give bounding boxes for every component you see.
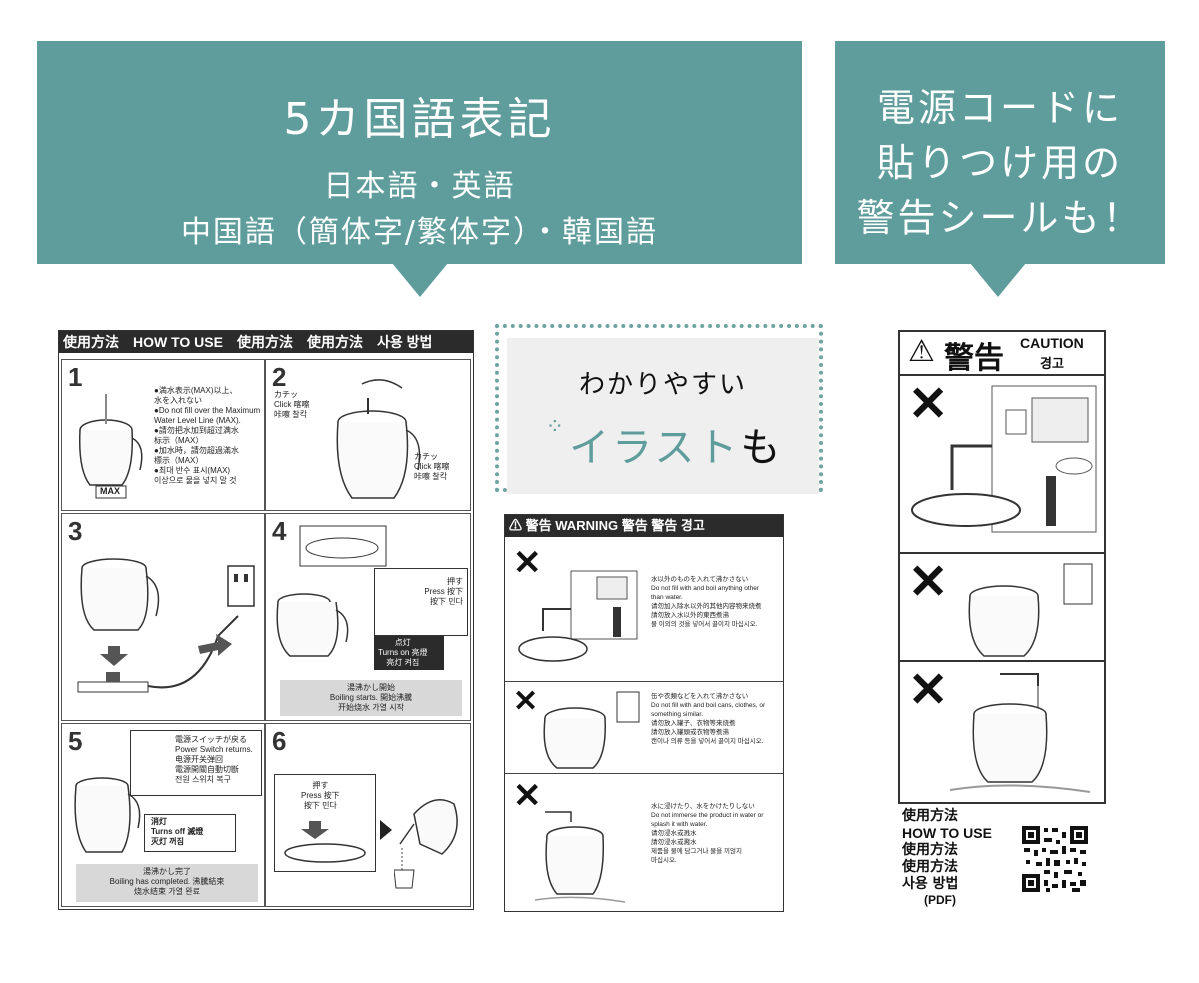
warning-row-3-text: 水に浸けたり、水をかけたりしない Do not immerse the prod… bbox=[651, 803, 764, 864]
click-label-a: カチッ Click 喀嚓 咔嚓 찰칵 bbox=[274, 390, 310, 419]
kettle-on-base-illustration bbox=[77, 558, 255, 693]
warning-row-2: ✕ 缶や衣類などを入れて沸かさない Do not fill with and b… bbox=[505, 681, 783, 772]
sticker-caution: CAUTION bbox=[1020, 335, 1084, 351]
cross-mark-icon: ✕ bbox=[513, 685, 539, 718]
bubble-line-2: 日本語・英語 bbox=[323, 169, 516, 204]
language-bubble-tail bbox=[392, 263, 448, 297]
sticker-howto-block: 使用方法 HOW TO USE 使用方法 使用方法 사용 방법 (PDF) bbox=[902, 808, 1012, 907]
warning-panel: ⚠ 警告 WARNING 警告 警告 경고 ✕ 水以外のものを入れて沸かさない … bbox=[504, 514, 784, 912]
step-number: 4 bbox=[272, 516, 287, 546]
sticker-pdf-label: (PDF) bbox=[924, 893, 956, 907]
sticker-bubble-tail bbox=[970, 263, 1026, 297]
kettle-illustration bbox=[74, 777, 141, 853]
cross-mark-icon: ✕ bbox=[908, 664, 949, 717]
turns-off-label: 消灯 Turns off 滅燈 灭灯 꺼짐 bbox=[151, 817, 204, 846]
language-bubble: 5カ国語表記 日本語・英語 中国語（簡体字/繁体字）・韓国語 bbox=[37, 41, 802, 264]
step-number: 1 bbox=[68, 362, 83, 392]
cross-mark-icon: ✕ bbox=[908, 556, 949, 609]
step-1-text: ●満水表示(MAX)以上、 水を入れない ●Do not fill over t… bbox=[154, 386, 261, 485]
can-kettle-illustration bbox=[968, 563, 1093, 657]
press-label: 押す Press 按下 按下 민다 bbox=[301, 781, 340, 810]
boiling-starts-box: 湯沸かし開始 Boiling starts. 開始沸騰 开始烧水 가열 시작 bbox=[280, 680, 462, 716]
step-1-cell: 1 MAX ●満水表示(MAX)以上、 水を入れない ●Do not fill … bbox=[61, 359, 265, 511]
water-kettle-illustration bbox=[949, 673, 1091, 793]
switch-box: 電源スイッチが戻る Power Switch returns. 电源开关弹回 電… bbox=[130, 730, 262, 796]
warning-row-1: ✕ 水以外のものを入れて沸かさない Do not fill with and b… bbox=[505, 541, 783, 679]
sticker-row-3: ✕ bbox=[900, 662, 1104, 800]
sticker-korean: 경고 bbox=[1040, 357, 1064, 372]
sticker-bubble: 電源コードに 貼りつけ用の 警告シールも！ bbox=[835, 41, 1165, 264]
callout-line-1: わかりやすい bbox=[578, 370, 747, 400]
switch-label: 電源スイッチが戻る Power Switch returns. 电源开关弹回 電… bbox=[175, 735, 253, 784]
turns-off-box: 消灯 Turns off 滅燈 灭灯 꺼짐 bbox=[144, 814, 236, 852]
step-5-cell: 5 電源スイッチが戻る Power Switch returns. 电源开关弹回… bbox=[61, 723, 265, 907]
turns-on-label: 点灯 Turns on 亮燈 亮灯 켜짐 bbox=[378, 638, 428, 667]
boiling-starts-label: 湯沸かし開始 Boiling starts. 開始沸騰 开始烧水 가열 시작 bbox=[329, 683, 413, 712]
step-number: 6 bbox=[272, 726, 287, 756]
warning-triangle-icon: ⚠ bbox=[908, 334, 935, 369]
how-to-use-panel: 使用方法 HOW TO USE 使用方法 使用方法 사용 방법 1 MAX ●満… bbox=[58, 330, 474, 910]
boiling-completed-box: 湯沸かし完了 Boiling has completed. 沸騰結束 烧水结束 … bbox=[76, 864, 258, 902]
sticker-bubble-line-2: 貼りつけ用の bbox=[876, 141, 1124, 185]
callout-box: わかりやすい ⁘ イラストも bbox=[507, 338, 819, 494]
sticker-bubble-line-3: 警告シールも！ bbox=[856, 196, 1144, 240]
warning-row-3: ✕ 水に浸けたり、水をかけたりしない Do not immerse the pr… bbox=[505, 773, 783, 912]
items-illustration bbox=[911, 385, 1097, 533]
pouring-kettle-illustration bbox=[394, 799, 458, 889]
sticker-howto-line: 사용 방법 bbox=[902, 876, 959, 892]
sticker-howto-line: 使用方法 bbox=[902, 859, 958, 875]
warning-sticker: ⚠ 警告 CAUTION 경고 ✕ ✕ ✕ bbox=[898, 330, 1106, 804]
bubble-line-3: 中国語（簡体字/繁体字）・韓国語 bbox=[180, 215, 659, 250]
warning-row-1-text: 水以外のものを入れて沸かさない Do not fill with and boi… bbox=[651, 576, 762, 628]
sticker-header: ⚠ 警告 CAUTION 경고 bbox=[900, 332, 1104, 376]
sticker-howto-line: 使用方法 bbox=[902, 842, 958, 858]
bubble-title: 5カ国語表記 bbox=[283, 94, 556, 145]
items-illustration bbox=[518, 570, 638, 662]
warning-triangle-icon: ⚠ bbox=[509, 518, 523, 533]
callout-mo: も bbox=[740, 425, 781, 471]
kettle-illustration bbox=[336, 379, 421, 499]
arrow-right-icon bbox=[380, 820, 392, 840]
sticker-howto-line: HOW TO USE bbox=[902, 825, 992, 841]
max-label: MAX bbox=[100, 486, 120, 496]
can-kettle-illustration bbox=[543, 691, 640, 769]
sticker-row-1: ✕ bbox=[900, 376, 1104, 554]
press-box: 押す Press 按下 按下 민다 bbox=[274, 774, 376, 872]
step-4-cell: 4 押す Press 按下 按下 민다 点灯 Turns on 亮燈 亮灯 켜짐… bbox=[265, 513, 471, 721]
step-3-cell: 3 bbox=[61, 513, 265, 721]
click-label-b: カチッ Click 喀嚓 咔嚓 찰칵 bbox=[414, 452, 450, 481]
sticker-title: 警告 bbox=[944, 341, 1004, 376]
turns-on-box: 点灯 Turns on 亮燈 亮灯 켜짐 bbox=[374, 636, 444, 670]
press-box: 押す Press 按下 按下 민다 bbox=[374, 568, 468, 636]
warning-header: ⚠ 警告 WARNING 警告 警告 경고 bbox=[505, 515, 783, 537]
cross-mark-icon: ✕ bbox=[513, 544, 542, 582]
press-label: 押す Press 按下 按下 민다 bbox=[424, 577, 463, 606]
step-number: 5 bbox=[68, 726, 83, 756]
kettle-illustration bbox=[78, 394, 143, 499]
water-kettle-illustration bbox=[535, 811, 626, 903]
sticker-row-2: ✕ bbox=[900, 554, 1104, 662]
sticker-bubble-line-1: 電源コードに bbox=[876, 86, 1123, 130]
sticker-howto-line: 使用方法 bbox=[902, 808, 958, 824]
qr-code-icon[interactable] bbox=[1022, 826, 1088, 892]
kettle-illustration bbox=[276, 525, 387, 657]
step-2-cell: 2 カチッ Click 喀嚓 咔嚓 찰칵 カチッ Click 喀嚓 咔嚓 찰칵 bbox=[265, 359, 471, 511]
step-number: 3 bbox=[68, 516, 83, 546]
step-6-cell: 6 押す Press 按下 按下 민다 bbox=[265, 723, 471, 907]
sparkle-icon: ⁘ bbox=[545, 415, 565, 440]
cross-mark-icon: ✕ bbox=[513, 777, 542, 815]
cross-mark-icon: ✕ bbox=[908, 378, 949, 431]
warning-row-2-text: 缶や衣類などを入れて沸かさない Do not fill with and boi… bbox=[651, 693, 766, 745]
lid-illustration bbox=[284, 821, 366, 863]
step-number: 2 bbox=[272, 362, 287, 392]
warning-header-text: 警告 WARNING 警告 警告 경고 bbox=[525, 518, 705, 533]
callout-illust-word: イラスト bbox=[569, 425, 741, 471]
how-to-use-header: 使用方法 HOW TO USE 使用方法 使用方法 사용 방법 bbox=[59, 331, 473, 353]
boiling-completed-label: 湯沸かし完了 Boiling has completed. 沸騰結束 烧水结束 … bbox=[109, 867, 225, 896]
